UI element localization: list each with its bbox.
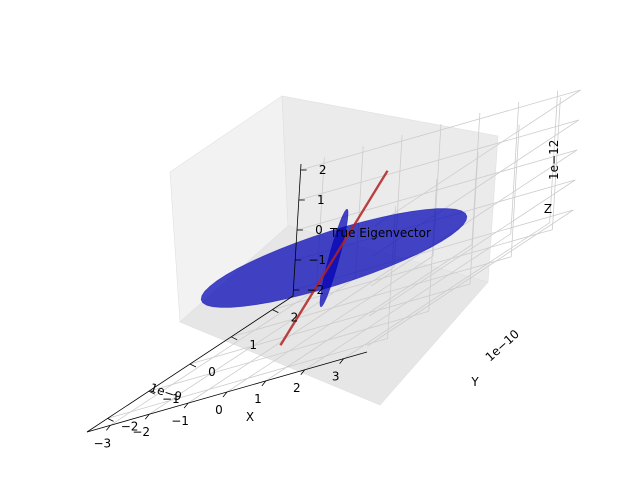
plot-surfaces — [200, 170, 468, 346]
annotation-true-eigenvector: True Eigenvector — [329, 226, 431, 240]
floor-grid-y — [148, 310, 429, 392]
x-tick-label: −3 — [93, 436, 111, 450]
z-axis-label: Z — [544, 202, 552, 216]
tick-labels: −3 −2 −1 0 1 2 3 −2 −1 0 1 2 −2 −1 0 1 2 — [93, 163, 344, 450]
back-grid-z — [300, 89, 581, 171]
y-tick-label: −1 — [162, 392, 180, 406]
y-tick-mark — [231, 336, 238, 341]
left-grid-z — [370, 149, 578, 287]
floor-grid-y — [107, 338, 388, 419]
y-tick-label: 0 — [208, 365, 216, 379]
y-tick-mark — [272, 309, 279, 313]
x-tick-label: 0 — [215, 403, 223, 417]
y-tick-label: 1 — [249, 338, 257, 352]
left-grid-z — [374, 89, 581, 227]
z-offset-label: 1e−12 — [547, 140, 561, 180]
y-tick-mark — [148, 390, 155, 395]
x-tick-label: 1 — [254, 392, 262, 406]
x-tick-label: −2 — [132, 425, 150, 439]
y-tick-label: 2 — [291, 311, 299, 325]
x-tick-mark — [339, 358, 344, 364]
z-tick-label: 0 — [315, 223, 323, 237]
x-tick-label: 2 — [293, 381, 301, 395]
x-tick-mark — [300, 369, 306, 376]
x-tick-mark — [106, 425, 111, 431]
eigenvector-line — [279, 170, 389, 346]
floor-grid-y — [231, 256, 512, 338]
x-tick-label: −1 — [171, 414, 189, 428]
y-tick-mark — [189, 363, 197, 368]
back-grid-z — [298, 119, 579, 201]
x-axis-label: X — [246, 410, 254, 424]
left-grid-z — [367, 209, 574, 347]
x-tick-mark — [222, 391, 228, 398]
z-tick-label: −2 — [307, 283, 325, 297]
x-tick-mark — [144, 413, 150, 420]
floor-grid-y — [189, 283, 471, 365]
y-tick-label: −2 — [121, 419, 139, 433]
y-offset-label: 1e−10 — [483, 327, 522, 364]
z-tick-label: −1 — [308, 253, 326, 267]
z-tick-label: 1 — [317, 193, 325, 207]
left-grid-z — [368, 179, 576, 317]
x-tick-mark — [183, 402, 189, 409]
y-axis-label: Y — [470, 375, 479, 389]
x-tick-label: 3 — [332, 370, 340, 384]
floor-grid-y — [272, 229, 553, 310]
z-tick-label: 2 — [319, 163, 327, 177]
y-tick-mark — [107, 418, 114, 422]
x-tick-mark — [261, 380, 267, 387]
